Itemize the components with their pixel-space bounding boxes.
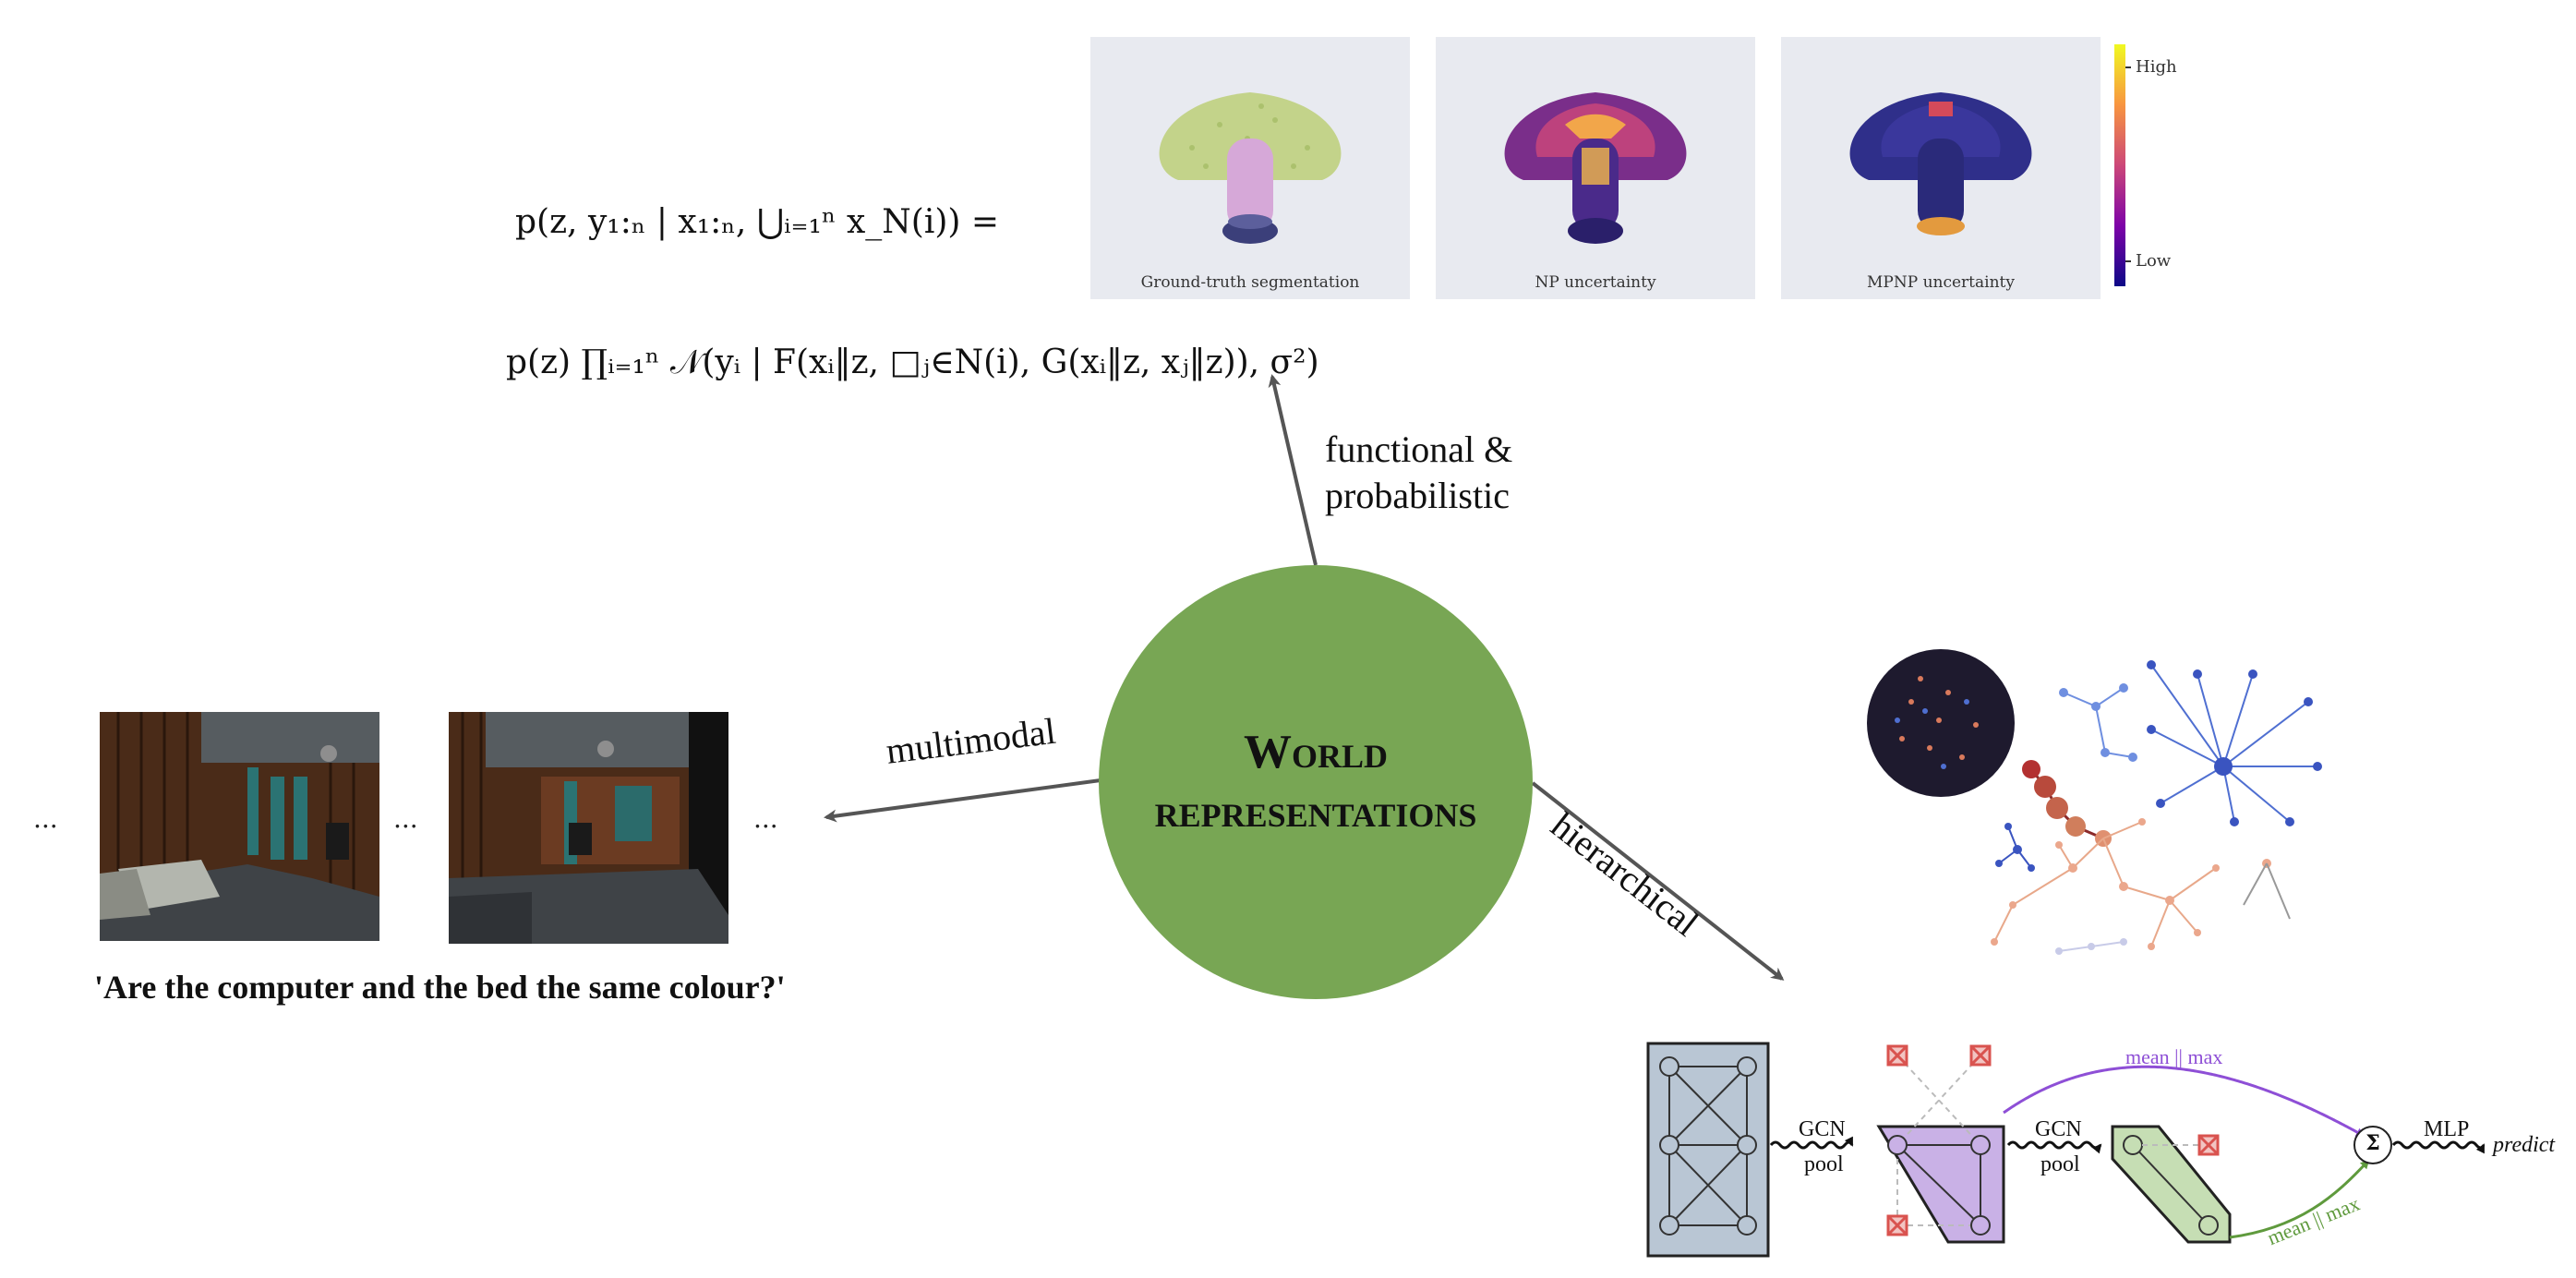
center-title-line2: representations bbox=[1154, 785, 1477, 838]
pool-label-1: pool bbox=[1804, 1152, 1844, 1176]
mlp-label: MLP bbox=[2424, 1117, 2470, 1141]
world-representations-circle: World representations bbox=[1099, 565, 1533, 999]
pointcloud-panel-mpnp: MPNP uncertainty bbox=[1781, 37, 2101, 299]
panel-label-np: NP uncertainty bbox=[1535, 273, 1656, 292]
sum-symbol: Σ bbox=[2365, 1131, 2380, 1155]
pool-label-2: pool bbox=[2040, 1152, 2080, 1176]
arrow-multimodal bbox=[824, 778, 1101, 823]
multimodal-question: 'Are the computer and the bed the same c… bbox=[94, 969, 786, 1006]
mean-max-label-top: mean || max bbox=[2125, 1045, 2223, 1068]
formula-line2: p(z) ∏ᵢ₌₁ⁿ 𝒩(yᵢ | F(xᵢ‖z, □ⱼ∈N(i), G(xᵢ‖… bbox=[506, 344, 1319, 381]
mushroom-ground-truth-image bbox=[1159, 92, 1342, 244]
formula-line1: p(z, y₁:ₙ | x₁:ₙ, ⋃ᵢ₌₁ⁿ x_N(i)) = bbox=[515, 203, 1000, 241]
colorbar-low-label: Low bbox=[2136, 251, 2172, 271]
pointcloud-panel-np: NP uncertainty bbox=[1436, 37, 1755, 299]
center-title-line1: World bbox=[1243, 726, 1388, 778]
mushroom-mpnp-uncertainty-image bbox=[1849, 92, 2032, 235]
pointcloud-panel-ground-truth: Ground-truth segmentation bbox=[1090, 37, 1410, 299]
hierarchical-graph-image bbox=[1867, 649, 2322, 955]
scene-image-1 bbox=[100, 712, 379, 941]
panel-label-mpnp: MPNP uncertainty bbox=[1867, 273, 2015, 292]
scene-image-2 bbox=[449, 712, 728, 944]
colorbar-high-label: High bbox=[2136, 57, 2177, 77]
functional-label: functional & probabilistic bbox=[1325, 427, 1512, 519]
colorbar bbox=[2114, 44, 2131, 286]
ellipsis-right: ... bbox=[753, 803, 778, 834]
ellipsis-middle: ... bbox=[393, 803, 418, 834]
dropped-node-icons bbox=[1886, 1044, 1992, 1236]
functional-label-line2: probabilistic bbox=[1325, 475, 1510, 516]
sum-node bbox=[2353, 1126, 2392, 1164]
ellipsis-left: ... bbox=[33, 803, 58, 834]
panel-label-ground-truth: Ground-truth segmentation bbox=[1140, 273, 1360, 292]
functional-label-line1: functional & bbox=[1325, 428, 1513, 470]
arrow-hierarchical bbox=[1531, 781, 1785, 981]
mushroom-np-uncertainty-image bbox=[1504, 92, 1687, 244]
purple-pooled-graph bbox=[1876, 1125, 2005, 1244]
pooling-pipeline-diagram bbox=[1646, 1042, 2486, 1258]
arrow-functional bbox=[1268, 374, 1318, 566]
gcn-label-2: GCN bbox=[2035, 1117, 2082, 1141]
gcn-label-1: GCN bbox=[1799, 1117, 1846, 1141]
predict-label: predict bbox=[2493, 1133, 2556, 1157]
